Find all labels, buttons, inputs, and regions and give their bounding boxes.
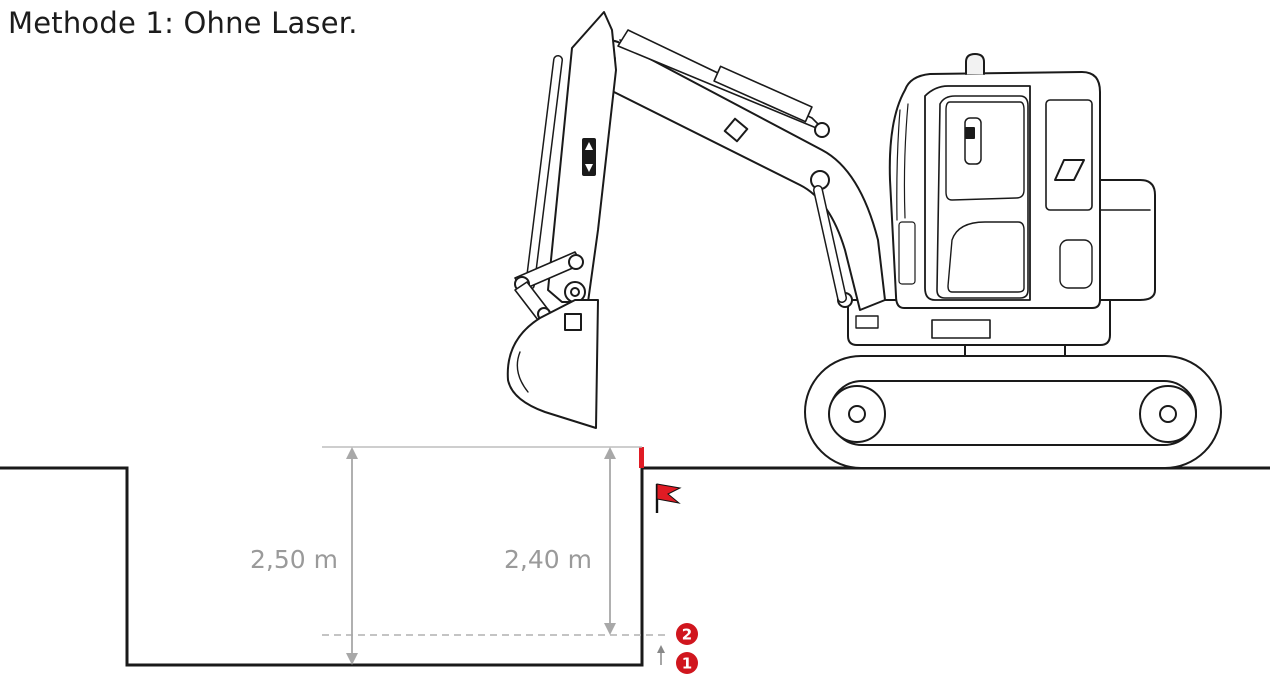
- excavator-tracks: [804, 355, 1222, 469]
- excavator-illustration: [506, 11, 1222, 469]
- dimension-label-outer: 2,50 m: [250, 545, 338, 574]
- svg-text:1: 1: [682, 655, 692, 673]
- step-arrow-up-icon: [657, 645, 665, 665]
- dimension-arrow-inner: [604, 447, 616, 635]
- reference-marker: [639, 447, 644, 468]
- step-badge-2: 2: [676, 623, 698, 645]
- svg-text:2: 2: [682, 626, 692, 644]
- flag-icon: [655, 483, 682, 513]
- step-badge-1: 1: [676, 652, 698, 674]
- dimension-arrow-outer: [346, 447, 358, 665]
- diagram-title: Methode 1: Ohne Laser.: [8, 6, 358, 40]
- ground-profile: [0, 466, 1270, 667]
- dimension-label-inner: 2,40 m: [504, 545, 592, 574]
